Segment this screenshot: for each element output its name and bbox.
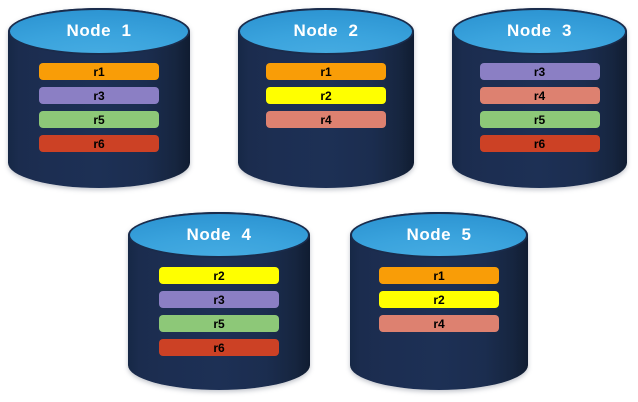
- replica-list: r1 r3 r5 r6: [8, 63, 190, 152]
- replica-bar-r5[interactable]: r5: [159, 315, 279, 332]
- cylinder-top-ellipse: [350, 212, 528, 259]
- replica-list: r1 r2 r4: [238, 63, 414, 128]
- replica-bar-r2[interactable]: r2: [159, 267, 279, 284]
- replica-bar-r6[interactable]: r6: [39, 135, 159, 152]
- replica-bar-r3[interactable]: r3: [39, 87, 159, 104]
- replica-bar-r3[interactable]: r3: [159, 291, 279, 308]
- replica-bar-r1[interactable]: r1: [39, 63, 159, 80]
- replica-bar-r1[interactable]: r1: [266, 63, 386, 80]
- replica-bar-r2[interactable]: r2: [379, 291, 499, 308]
- replica-bar-r6[interactable]: r6: [479, 135, 600, 152]
- replica-bar-r5[interactable]: r5: [479, 111, 600, 128]
- replica-bar-r4[interactable]: r4: [479, 87, 600, 104]
- cylinder-top-ellipse: [128, 212, 310, 259]
- replica-bar-r4[interactable]: r4: [266, 111, 386, 128]
- replica-bar-r2[interactable]: r2: [266, 87, 386, 104]
- replica-list: r1 r2 r4: [350, 267, 528, 332]
- replica-bar-r5[interactable]: r5: [39, 111, 159, 128]
- replica-bar-r3[interactable]: r3: [479, 63, 600, 80]
- replica-list: r2 r3 r5 r6: [128, 267, 310, 356]
- replica-list: r3 r4 r5 r6: [452, 63, 627, 152]
- replica-bar-r1[interactable]: r1: [379, 267, 499, 284]
- replica-bar-r6[interactable]: r6: [159, 339, 279, 356]
- cylinder-top-ellipse: [238, 8, 414, 55]
- cylinder-top-ellipse: [8, 8, 190, 55]
- replica-bar-r4[interactable]: r4: [379, 315, 499, 332]
- cylinder-top-ellipse: [452, 8, 627, 55]
